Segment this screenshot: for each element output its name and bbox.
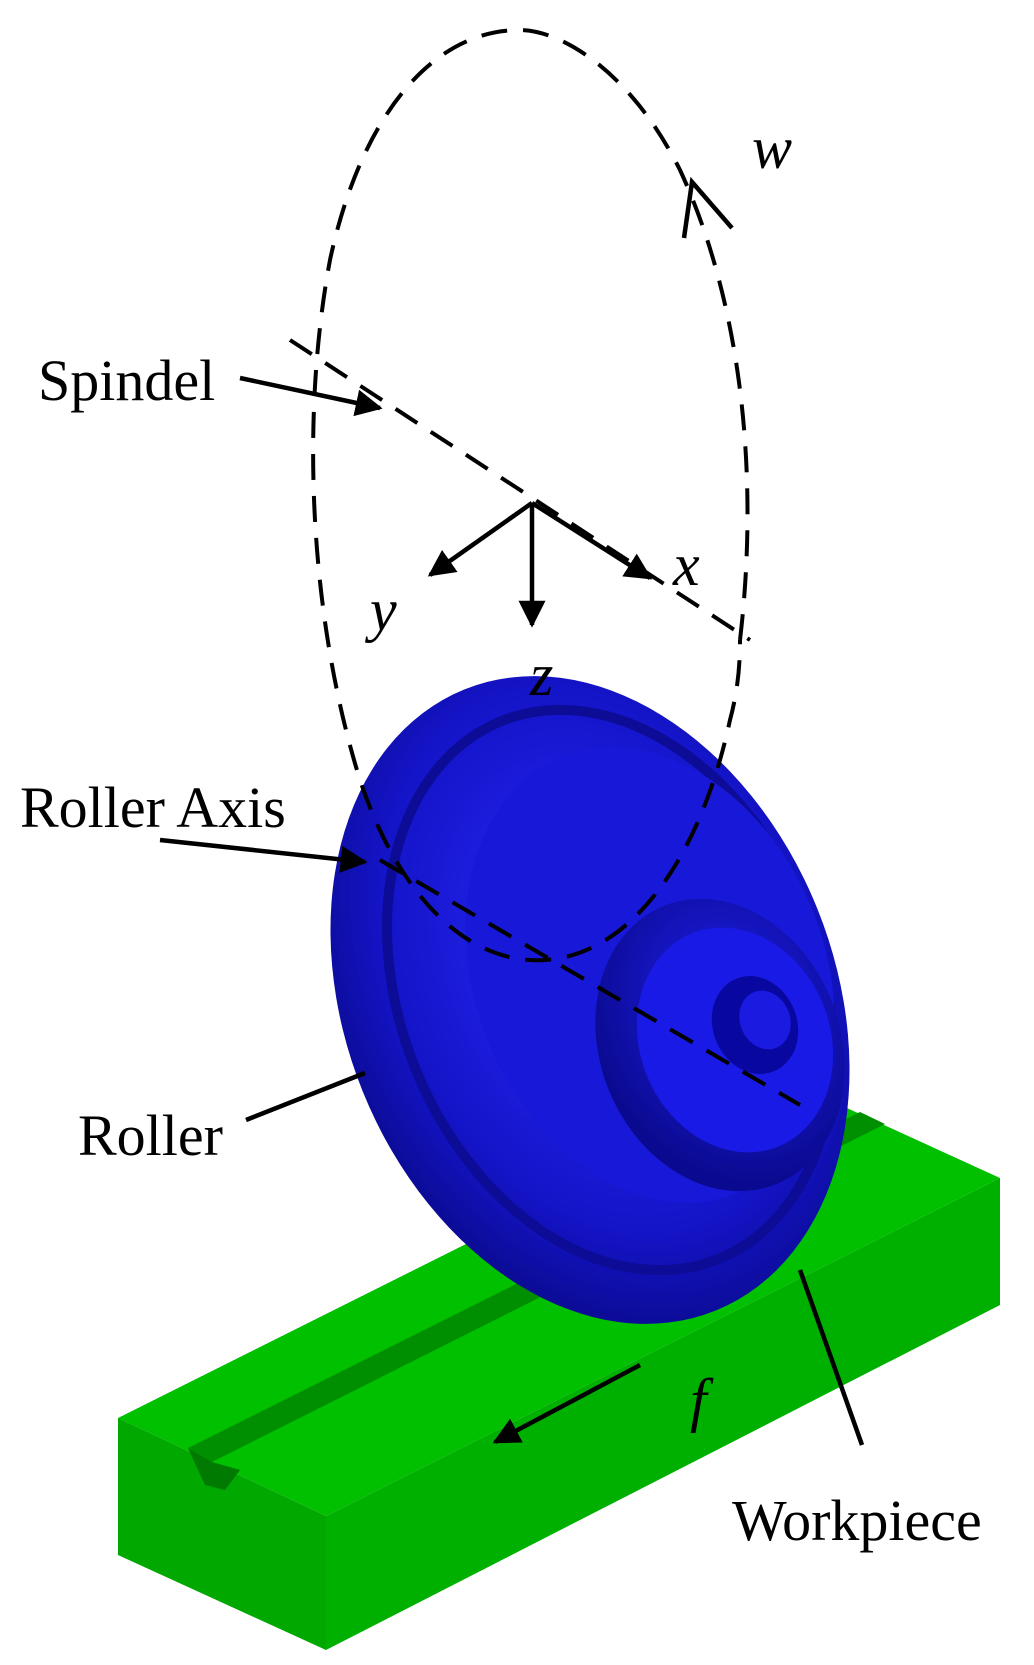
coordinate-frame	[427, 501, 653, 628]
workpiece-label: Workpiece	[732, 1488, 982, 1553]
rotation-w-label: w	[752, 115, 792, 181]
roller-bore-inner	[739, 990, 791, 1050]
workpiece-groove-edge	[188, 1448, 240, 1490]
spindel-leader	[239, 375, 383, 417]
rotation-arrow	[681, 176, 734, 239]
z-axis-label: z	[529, 642, 553, 708]
roller-axis-label: Roller Axis	[20, 775, 286, 840]
feed-arrow	[492, 1363, 642, 1444]
rotation-path-dashed	[311, 27, 750, 963]
workpiece-leader	[797, 1269, 865, 1446]
workpiece-side-face	[326, 1178, 1000, 1650]
x-axis-label: x	[672, 532, 700, 598]
spindel-label: Spindel	[38, 348, 215, 413]
y-axis-arrow	[427, 501, 534, 577]
x-axis-arrow	[530, 501, 653, 580]
roller-axis-leader	[159, 837, 368, 873]
roller	[330, 676, 850, 1324]
workpiece-front-face	[118, 1418, 326, 1650]
roller-label: Roller	[78, 1103, 223, 1168]
leader-lines	[159, 375, 865, 1446]
roller-leader	[245, 1070, 366, 1123]
y-axis-label: y	[364, 577, 397, 643]
